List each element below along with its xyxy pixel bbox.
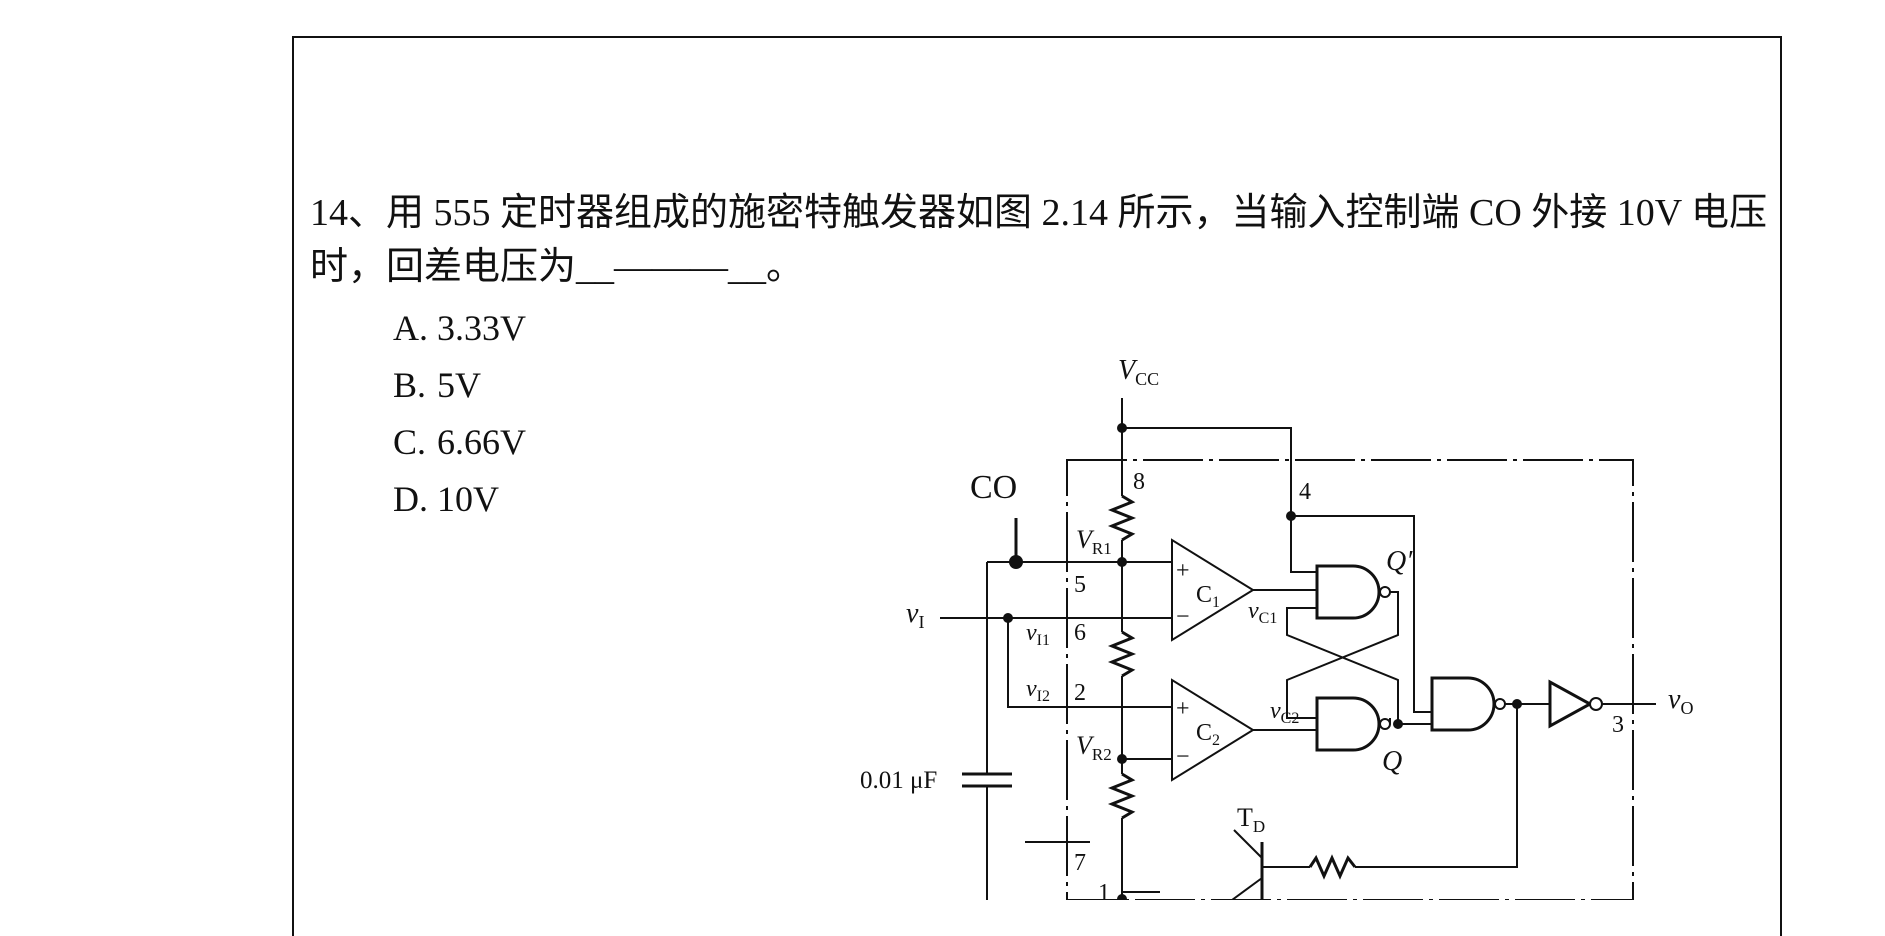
pin-3: 3	[1612, 712, 1624, 738]
inverter	[1548, 679, 1594, 729]
capacitor	[962, 772, 1012, 788]
option-d[interactable]: D.10V	[393, 479, 499, 519]
question-end: 。	[766, 246, 805, 288]
pin-2: 2	[1074, 680, 1086, 706]
comparator-c2	[1171, 678, 1255, 782]
pin-1: 1	[1098, 880, 1110, 900]
pin-6: 6	[1074, 620, 1086, 646]
nand-gate-upper	[1315, 564, 1381, 620]
vc2-label: vC2	[1270, 698, 1299, 727]
td-label: TD	[1237, 803, 1265, 836]
vr2-label: VR2	[1076, 731, 1112, 764]
resistor-r1	[1107, 494, 1137, 542]
chip-boundary	[1066, 459, 1634, 900]
svg-text:−: −	[1176, 744, 1190, 770]
capacitor-label: 0.01 μF	[860, 767, 937, 794]
nand-gate-output	[1430, 676, 1496, 732]
c1-label: C1	[1196, 582, 1220, 611]
vcc-label: VCC	[1118, 355, 1159, 389]
q-label: Q	[1382, 746, 1402, 777]
vo-label: vO	[1668, 684, 1693, 718]
nand-gate-lower	[1315, 696, 1381, 752]
option-b[interactable]: B.5V	[393, 365, 481, 405]
vi1-label: vI1	[1026, 620, 1050, 649]
schmitt-trigger-diagram: VCC 8 4 VR1 VR2 CO 5 0.01 μF vI vI1 6 vI…	[860, 355, 1693, 900]
pin-8: 8	[1133, 469, 1145, 495]
co-label: CO	[970, 469, 1017, 506]
svg-text:−: −	[1176, 604, 1190, 630]
option-c[interactable]: C.6.66V	[393, 422, 526, 462]
pin-4: 4	[1299, 479, 1311, 505]
comparator-c1	[1171, 538, 1255, 642]
question-line1: 用 555 定时器组成的施密特触发器如图 2.14 所示，当输入控制端 CO 外…	[386, 192, 1768, 234]
vi-label: vI	[906, 598, 924, 632]
vi2-label: vI2	[1026, 676, 1050, 705]
question-text: 14、用 555 定时器组成的施密特触发器如图 2.14 所示，当输入控制端 C…	[310, 186, 1770, 294]
question-line2: 时，回差电压为	[310, 246, 577, 288]
c2-label: C2	[1196, 720, 1220, 749]
answer-blank: __———__	[576, 246, 767, 288]
vcc-wire	[1121, 398, 1292, 516]
resistor-r3	[1107, 772, 1137, 820]
question-number: 14、	[310, 192, 387, 234]
resistor-r2	[1107, 630, 1137, 678]
base-resistor	[1308, 854, 1357, 880]
q-prime-label: Q′	[1386, 546, 1413, 577]
pin-7: 7	[1074, 850, 1086, 876]
answer-options: A.3.33V B.5V C.6.66V D.10V	[393, 300, 526, 528]
pin-5: 5	[1074, 572, 1086, 598]
svg-text:+: +	[1176, 558, 1190, 584]
svg-text:+: +	[1176, 696, 1190, 722]
vr1-label: VR1	[1076, 525, 1112, 558]
option-a[interactable]: A.3.33V	[393, 308, 526, 348]
vc1-label: vC1	[1248, 598, 1277, 627]
question-frame	[292, 36, 1782, 936]
